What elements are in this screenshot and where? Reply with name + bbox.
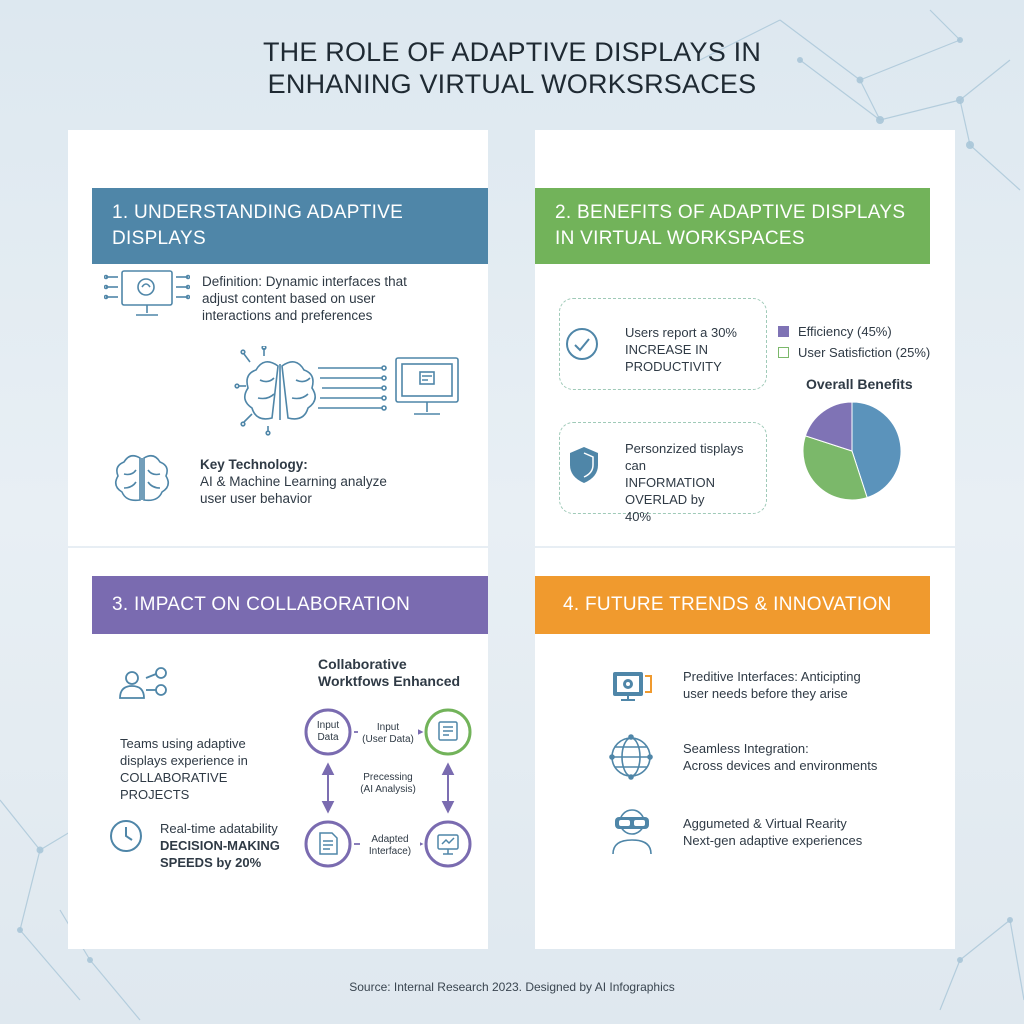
stat-productivity-text: Users report a 30% INCREASE IN PRODUCTIV… bbox=[625, 324, 765, 375]
key-technology-title: Key Technology: bbox=[200, 457, 308, 472]
checkmark-gauge-icon bbox=[566, 328, 598, 360]
trend-predictive-line-1: Preditive Interfaces: Anticipting bbox=[683, 669, 861, 684]
chart-title: Overall Benefits bbox=[806, 376, 913, 392]
section-4-title: 4. FUTURE TRENDS & INNOVATION bbox=[563, 594, 892, 615]
screen-icon bbox=[437, 834, 459, 855]
legend-satisfaction-swatch bbox=[778, 347, 789, 358]
pie-chart bbox=[802, 401, 902, 501]
node-input-line-2: Data bbox=[317, 732, 339, 743]
clock-icon bbox=[110, 820, 142, 852]
definition-line-2: adjust content based on user bbox=[202, 291, 376, 306]
realtime-line-3: SPEEDS by 20% bbox=[160, 855, 262, 870]
definition-line-3: interactions and preferences bbox=[202, 308, 373, 323]
panel-benefits: 2. BENEFITS OF ADAPTIVE DISPLAYS IN VIRT… bbox=[535, 130, 955, 546]
stat-overload-box bbox=[559, 422, 767, 514]
vr-headset-icon bbox=[612, 809, 652, 855]
user-share-icon bbox=[119, 667, 167, 699]
trend-integration-text: Seamless Integration: Across devices and… bbox=[683, 740, 933, 774]
pie-slice-0 bbox=[851, 401, 902, 499]
adapted-line-1: Adapted bbox=[371, 834, 409, 845]
page-title: THE ROLE OF ADAPTIVE DISPLAYS IN ENHANIN… bbox=[0, 36, 1024, 100]
workflow-title: Collaborative Worktfows Enhanced bbox=[318, 656, 488, 690]
legend-efficiency-label: Efficiency (45%) bbox=[798, 324, 892, 339]
realtime-text: Real-time adatability DECISION-MAKING SP… bbox=[160, 820, 310, 871]
legend-satisfaction: User Satisfiction (25%) bbox=[778, 345, 930, 360]
trend-reality-line-1: Aggumeted & Virtual Rearity bbox=[683, 816, 847, 831]
stat-productivity-line-1: Users report a 30% bbox=[625, 325, 737, 340]
title-line-2: ENHANING VIRTUAL WORKSRSACES bbox=[267, 69, 757, 99]
adapted-line-2: Interface) bbox=[368, 846, 412, 857]
key-technology-line-1: AI & Machine Learning analyze bbox=[200, 474, 387, 489]
stat-overload-text: Personzized tisplays can INFORMATION OVE… bbox=[625, 440, 765, 525]
key-technology-text: Key Technology: AI & Machine Learning an… bbox=[200, 456, 470, 507]
teams-text: Teams using adaptive displays experience… bbox=[120, 735, 300, 803]
realtime-line-1: Real-time adatability bbox=[160, 821, 278, 836]
node-input-line-1: Input bbox=[316, 720, 340, 731]
teams-line-1: Teams using adaptive bbox=[120, 736, 246, 751]
realtime-line-2: DECISION-MAKING bbox=[160, 838, 280, 853]
brain-icon bbox=[114, 454, 170, 502]
panel-collaboration: 3. IMPACT ON COLLABORATION Teams using a… bbox=[68, 548, 488, 949]
key-technology-line-2: user user behavior bbox=[200, 491, 312, 506]
workflow-title-line-1: Collaborative bbox=[318, 656, 407, 672]
processing-line-2: (AI Analysis) bbox=[360, 784, 416, 795]
stat-productivity-box bbox=[559, 298, 767, 390]
arrow-input-label: Input (User Data) bbox=[358, 722, 418, 746]
section-4-header: 4. FUTURE TRENDS & INNOVATION bbox=[535, 576, 930, 634]
source-footer: Source: Internal Research 2023. Designed… bbox=[349, 980, 675, 994]
trend-integration-line-1: Seamless Integration: bbox=[683, 741, 809, 756]
pie-slice-2 bbox=[804, 401, 853, 452]
section-1-title: 1. UNDERSTANDING ADAPTIVE DISPLAYS bbox=[112, 202, 404, 249]
node-input-data: Input Data bbox=[308, 720, 348, 744]
workflow-title-line-2: Worktfows Enhanced bbox=[318, 673, 461, 689]
stat-productivity-line-3: PRODUCTIVITY bbox=[625, 359, 722, 374]
form-icon bbox=[438, 721, 458, 741]
panel-understanding: 1. UNDERSTANDING ADAPTIVE DISPLAYS Defin… bbox=[68, 130, 488, 546]
trend-reality-text: Aggumeted & Virtual Rearity Next-gen ada… bbox=[683, 815, 933, 849]
stat-overload-line-1: Personzized tisplays can bbox=[625, 441, 744, 473]
definition-text: Definition: Dynamic interfaces that adju… bbox=[202, 273, 472, 324]
section-3-title: 3. IMPACT ON COLLABORATION bbox=[112, 594, 411, 615]
trend-predictive-line-2: user needs before they arise bbox=[683, 686, 848, 701]
stat-productivity-line-2: INCREASE IN bbox=[625, 342, 709, 357]
section-3-header: 3. IMPACT ON COLLABORATION bbox=[92, 576, 488, 634]
definition-line-1: Definition: Dynamic interfaces that bbox=[202, 274, 407, 289]
legend-satisfaction-label: User Satisfiction (25%) bbox=[798, 345, 931, 360]
pie-slice-1 bbox=[802, 435, 868, 501]
legend-efficiency-swatch bbox=[778, 326, 789, 337]
section-2-header: 2. BENEFITS OF ADAPTIVE DISPLAYS IN VIRT… bbox=[535, 188, 930, 264]
shield-icon bbox=[570, 447, 598, 483]
monitor-circuit-icon bbox=[104, 270, 190, 316]
teams-line-2: displays experience in bbox=[120, 753, 248, 768]
globe-icon bbox=[609, 734, 653, 780]
brain-to-monitor-icon bbox=[234, 346, 459, 436]
trend-reality-line-2: Next-gen adaptive experiences bbox=[683, 833, 863, 848]
stat-overload-line-4: 40% bbox=[625, 509, 652, 524]
teams-line-3: COLLABORATIVE PROJECTS bbox=[120, 770, 228, 802]
projector-eye-icon bbox=[613, 672, 652, 701]
document-icon bbox=[319, 832, 338, 855]
arrow-input-line-1: Input bbox=[376, 722, 400, 733]
trend-integration-line-2: Across devices and environments bbox=[683, 758, 878, 773]
stat-overload-line-2: INFORMATION bbox=[625, 475, 716, 490]
adapted-label: Adapted Interface) bbox=[360, 834, 420, 858]
trend-predictive-text: Preditive Interfaces: Anticipting user n… bbox=[683, 668, 933, 702]
stat-overload-line-3: OVERLAD by bbox=[625, 492, 705, 507]
section-2-title-line-2: IN VIRTUAL WORKSPACES bbox=[555, 228, 805, 249]
processing-label: Precessing (AI Analysis) bbox=[350, 772, 426, 796]
legend-efficiency: Efficiency (45%) bbox=[778, 324, 892, 339]
section-1-header: 1. UNDERSTANDING ADAPTIVE DISPLAYS bbox=[92, 188, 488, 264]
panel-future-trends: 4. FUTURE TRENDS & INNOVATION Preditive … bbox=[535, 548, 955, 949]
section-2-title-line-1: 2. BENEFITS OF ADAPTIVE DISPLAYS bbox=[555, 202, 906, 223]
processing-line-1: Precessing bbox=[363, 772, 413, 783]
title-line-1: THE ROLE OF ADAPTIVE DISPLAYS IN bbox=[262, 37, 762, 67]
arrow-input-line-2: (User Data) bbox=[362, 734, 414, 745]
